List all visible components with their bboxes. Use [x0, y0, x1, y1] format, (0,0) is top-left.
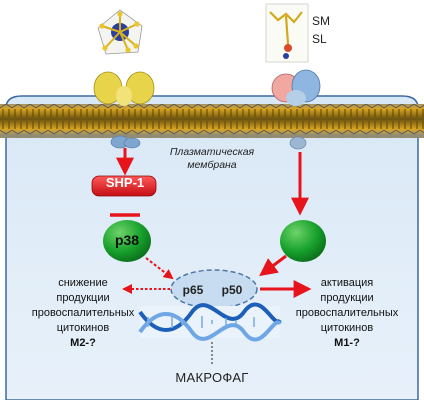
sm-label-line2: SL	[312, 32, 327, 46]
shp1-label: SHP-1	[105, 175, 145, 190]
plasma-membrane	[0, 104, 424, 138]
p38-node	[103, 220, 151, 262]
macrophage-label: МАКРОФАГ	[175, 370, 249, 385]
left-effect-line: провоспалительных	[31, 307, 135, 319]
right-effect-line: цитокинов	[320, 322, 374, 334]
right-receptor-stub	[289, 136, 307, 150]
left-effect-tag: М2-?	[70, 337, 96, 349]
p65-label: p65	[182, 283, 204, 297]
left-receptor-stub	[110, 135, 141, 149]
dna-helix-icon	[138, 302, 282, 342]
yellow-receptor-icon	[93, 71, 155, 106]
sm-ligand-icon	[265, 3, 309, 63]
p50-label: p50	[221, 283, 243, 297]
p38-label: p38	[114, 232, 140, 248]
membrane-label-line1: Плазматическая	[169, 146, 255, 158]
right-effect-text: активация продукции провоспалительных ци…	[272, 276, 422, 351]
right-kinase-node	[280, 220, 326, 262]
right-effect-line: продукции	[320, 292, 374, 304]
right-effect-line: активация	[320, 277, 374, 289]
membrane-label: Плазматическая мембрана	[162, 146, 262, 172]
dashed-arrow-p38-to-nfkb	[145, 257, 174, 280]
membrane-label-line2: мембрана	[187, 159, 237, 171]
sm-label: SM SL	[312, 12, 352, 48]
left-effect-line: продукции	[56, 292, 110, 304]
right-effect-tag: М1-?	[334, 337, 360, 349]
tlr-receptor-icon	[271, 69, 321, 106]
left-effect-line: снижение	[58, 277, 108, 289]
arrow-kinase-to-nfkb	[259, 254, 287, 277]
sm-label-line1: SM	[312, 14, 330, 28]
right-effect-line: провоспалительных	[295, 307, 399, 319]
left-effect-line: цитокинов	[56, 322, 110, 334]
shp1-node	[91, 175, 157, 197]
left-effect-text: снижение продукции провоспалительных цит…	[8, 276, 158, 351]
dendrimer-ligand-icon	[97, 9, 143, 55]
